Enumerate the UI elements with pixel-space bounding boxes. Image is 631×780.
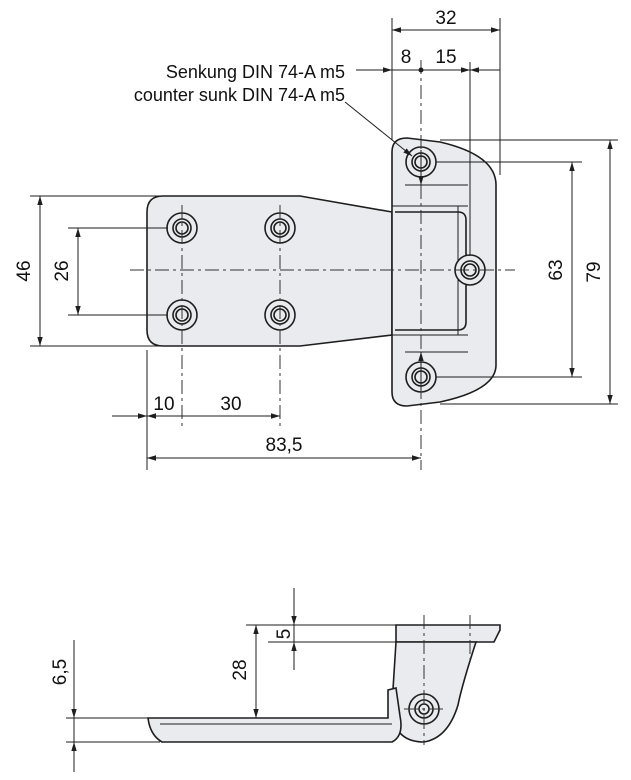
side-knuckle <box>391 641 478 743</box>
dim-leaf-height: 46 <box>14 260 35 281</box>
dim-leaf-thickness: 6,5 <box>50 659 71 685</box>
top-view: Senkung DIN 74-A m5 counter sunk DIN 74-… <box>14 8 618 470</box>
dim-edge-to-hole: 10 <box>153 394 174 415</box>
callout-countersink-en: counter sunk DIN 74-A m5 <box>134 85 345 105</box>
dim-hole-spacing-vertical: 26 <box>52 260 73 281</box>
hinge-leaf <box>146 195 393 347</box>
callout-countersink-de: Senkung DIN 74-A m5 <box>166 62 345 82</box>
dim-overall-length: 83,5 <box>266 435 303 456</box>
dim-hole-spacing-horizontal: 30 <box>220 394 241 415</box>
side-leaf <box>147 687 402 743</box>
dim-hole-offset: 8 <box>401 47 412 68</box>
dim-hole-to-edge: 15 <box>435 47 456 68</box>
dim-flange-holes: 63 <box>546 259 567 280</box>
side-view: 5 28 6,5 <box>50 588 501 772</box>
dim-overall-width: 32 <box>435 8 456 29</box>
dim-offset-height: 28 <box>230 659 251 680</box>
dim-flange-height: 79 <box>584 261 605 282</box>
side-flange-plate <box>395 624 501 643</box>
dim-flange-thickness: 5 <box>274 629 295 640</box>
